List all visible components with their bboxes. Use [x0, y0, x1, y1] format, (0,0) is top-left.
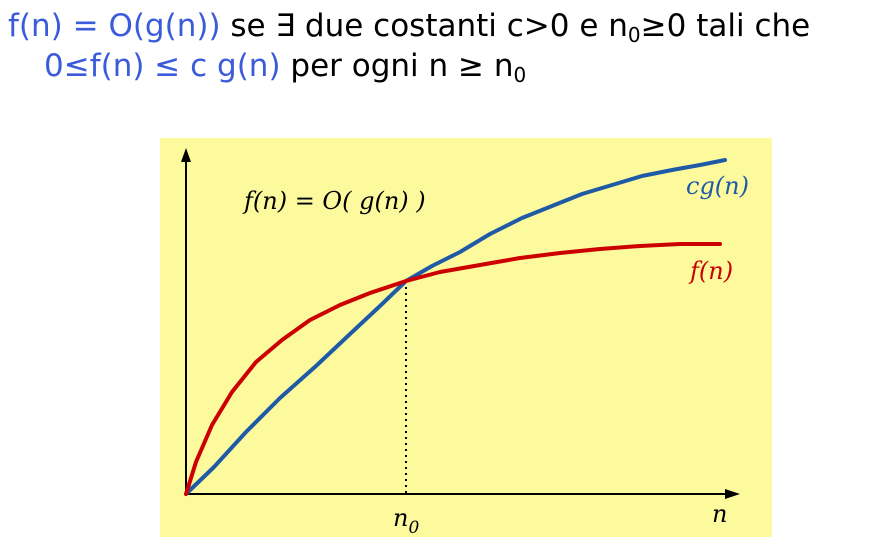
f-curve — [184, 242, 722, 496]
n0-subscript: 0 — [627, 23, 641, 47]
condition-text: se ∃ due costanti c>0 e n — [220, 8, 628, 44]
cg-curve — [184, 158, 727, 496]
definition-text: f(n) = O(g(n)) se ∃ due costanti c>0 e n… — [8, 6, 873, 86]
diagram-panel — [160, 138, 772, 537]
inner-formula-label: f(n) = O( g(n) ) — [242, 187, 426, 215]
inequality: 0≤f(n) ≤ c g(n) — [44, 48, 281, 84]
definition-line-2: 0≤f(n) ≤ c g(n) per ogni n ≥ n0 — [8, 46, 873, 86]
equals-sign: = — [62, 8, 109, 44]
f-curve-label: f(n) — [688, 257, 733, 285]
y-axis-arrow — [181, 148, 191, 162]
n-axis-label: n — [712, 500, 727, 528]
n0-label-sub: 0 — [408, 518, 419, 538]
condition-rest: ≥0 tali che — [640, 8, 811, 44]
cg-curve-label: cg(n) — [686, 172, 749, 200]
n0-subscript-2: 0 — [513, 63, 527, 87]
f-of-n: f(n) — [8, 8, 63, 44]
n0-label: n0 — [393, 504, 419, 538]
definition-line-1: f(n) = O(g(n)) se ∃ due costanti c>0 e n… — [8, 6, 873, 46]
n0-label-main: n — [393, 504, 408, 532]
big-o-notation: O(g(n)) — [108, 8, 221, 44]
x-axis-arrow — [725, 489, 740, 499]
for-all-text: per ogni n ≥ n — [280, 48, 514, 84]
